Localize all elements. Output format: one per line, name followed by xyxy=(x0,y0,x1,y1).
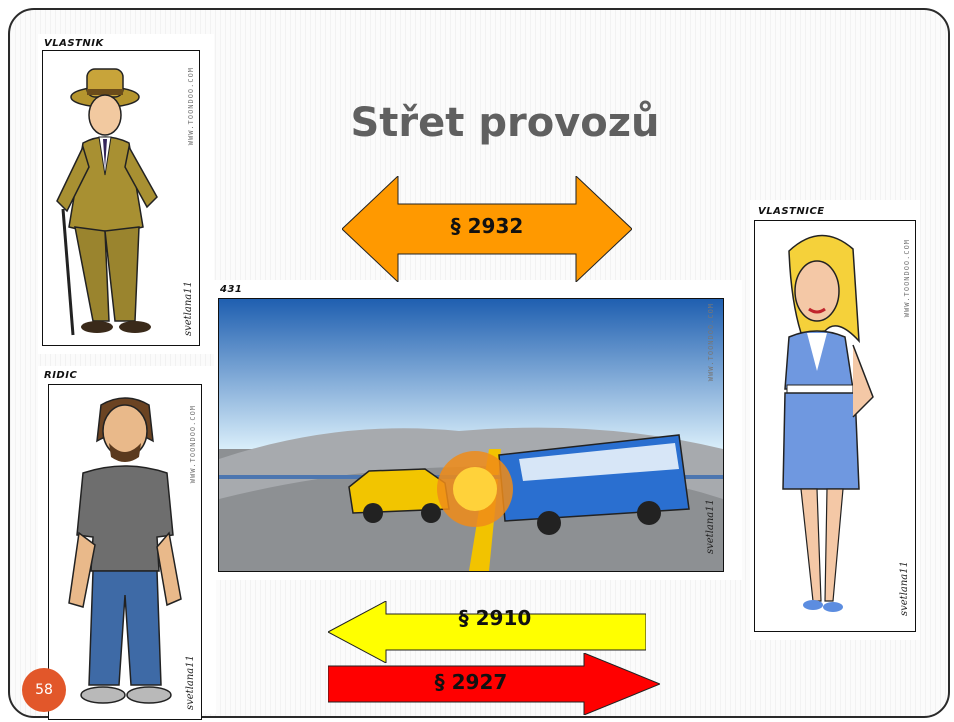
driver-frame: WWW.TOONDOO.COM svetlana11 xyxy=(48,384,202,720)
double-arrow-icon xyxy=(342,176,632,282)
arrow-label-2927: § 2927 xyxy=(434,670,508,694)
crash-illustration xyxy=(219,299,723,571)
slide-title: Střet provozů xyxy=(350,100,660,146)
crash-caption: 431 xyxy=(220,284,243,295)
driver-illustration xyxy=(68,397,182,704)
owner-female-illustration xyxy=(782,234,874,612)
owner-female-site-watermark: WWW.TOONDOO.COM xyxy=(903,239,911,318)
owner-panel: VLASTNIK WWW.TOONDOO.COM svetlana11 xyxy=(38,34,214,354)
owner-illustration xyxy=(56,68,158,336)
right-arrow-icon xyxy=(328,653,660,715)
owner-frame: WWW.TOONDOO.COM svetlana11 xyxy=(42,50,200,346)
driver-panel: RIDIC WWW.TOONDOO.COM svetlana11 xyxy=(38,366,216,720)
owner-caption: VLASTNIK xyxy=(44,38,104,49)
owner-female-signature: svetlana11 xyxy=(899,561,910,617)
page-number-badge: 58 xyxy=(22,668,66,712)
driver-site-watermark: WWW.TOONDOO.COM xyxy=(189,405,197,484)
owner-signature: svetlana11 xyxy=(183,281,194,337)
crash-frame: WWW.TOONDOO.COM svetlana11 xyxy=(218,298,724,572)
crash-site-watermark: WWW.TOONDOO.COM xyxy=(707,303,715,382)
crash-panel: 431 xyxy=(214,280,742,580)
owner-site-watermark: WWW.TOONDOO.COM xyxy=(187,67,195,146)
driver-caption: RIDIC xyxy=(44,370,78,381)
owner-female-frame: WWW.TOONDOO.COM svetlana11 xyxy=(754,220,916,632)
crash-signature: svetlana11 xyxy=(705,499,716,555)
taxi-car xyxy=(348,468,450,523)
arrow-label-2910: § 2910 xyxy=(458,606,532,630)
owner-female-panel: VLASTNICE WWW.TOONDOO.COM svetlana11 xyxy=(750,200,920,640)
owner-female-caption: VLASTNICE xyxy=(758,206,825,217)
explosion xyxy=(437,451,513,527)
left-arrow-icon xyxy=(328,601,646,663)
driver-signature: svetlana11 xyxy=(185,655,196,711)
arrow-label-2932: § 2932 xyxy=(450,214,524,238)
